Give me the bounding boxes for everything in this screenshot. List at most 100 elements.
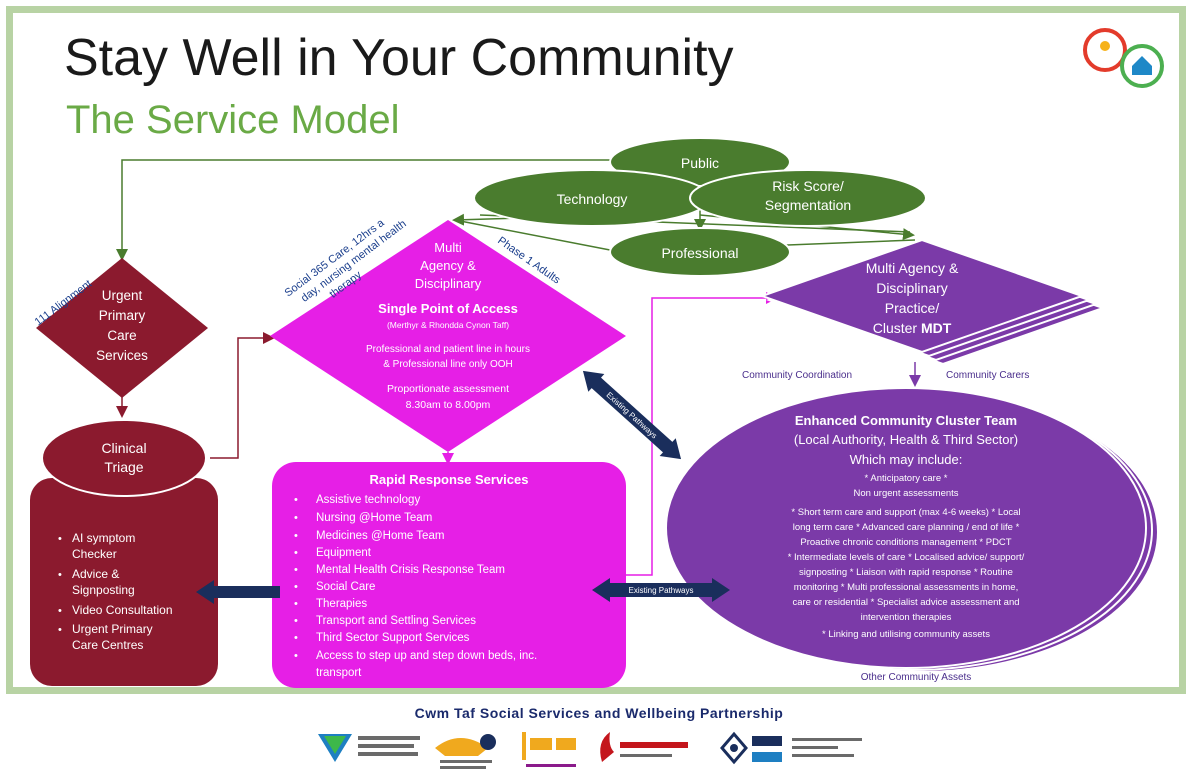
urgent-primary-care-diamond: Urgent Primary Care Services: [36, 258, 208, 398]
mdt-diamond: Multi Agency & Disciplinary Practice/ Cl…: [758, 238, 1107, 366]
svg-text:Advice &: Advice &: [72, 567, 119, 581]
other-community-assets-label: Other Community Assets: [861, 672, 972, 683]
existing-pathways-diagonal-arrow-icon: Existing Pathways: [582, 370, 682, 460]
svg-text:Mental Health Crisis Response: Mental Health Crisis Response Team: [316, 564, 505, 576]
svg-text:•: •: [294, 494, 298, 506]
svg-text:•: •: [294, 598, 298, 610]
svg-text:Which may include:: Which may include:: [850, 452, 963, 467]
existing-pathways-horizontal-arrow-icon: Existing Pathways: [592, 578, 730, 602]
svg-text:Services: Services: [96, 348, 148, 363]
svg-text:Existing Pathways: Existing Pathways: [629, 586, 694, 595]
svg-text:care or residential * Speciali: care or residential * Specialist advice …: [792, 597, 1019, 608]
clinical-triage-oval: Clinical Triage: [41, 419, 207, 497]
svg-text:Non urgent assessments: Non urgent assessments: [853, 488, 958, 499]
svg-text:Checker: Checker: [72, 547, 117, 561]
svg-text:Signposting: Signposting: [72, 583, 135, 597]
risk-score-label-2: Segmentation: [765, 197, 851, 213]
svg-text:Multi Agency &: Multi Agency &: [866, 260, 959, 276]
svg-text:monitoring * Multi professiona: monitoring * Multi professional assessme…: [794, 582, 1018, 593]
svg-text:•: •: [58, 569, 62, 581]
svg-text:Agency &: Agency &: [420, 258, 476, 273]
cluster-service-lines: * Anticipatory care * Non urgent assessm…: [788, 473, 1025, 640]
svg-text:* Intermediate levels of care: * Intermediate levels of care * Localise…: [788, 552, 1025, 563]
svg-text:Urgent: Urgent: [102, 288, 143, 303]
page-title: Stay Well in Your Community: [64, 29, 734, 87]
enhanced-community-cluster-ellipse: Enhanced Community Cluster Team (Local A…: [665, 387, 1159, 673]
svg-text:Social Care: Social Care: [316, 581, 375, 593]
svg-text:AI symptom: AI symptom: [72, 531, 135, 545]
svg-text:* Linking and utilising commun: * Linking and utilising community assets: [822, 629, 990, 640]
community-carers-label: Community Carers: [946, 370, 1029, 381]
risk-score-oval: Risk Score/ Segmentation: [689, 169, 927, 227]
svg-text:& Professional line only OOH: & Professional line only OOH: [383, 359, 513, 370]
svg-text:Existing Pathways: Existing Pathways: [605, 390, 659, 440]
svg-text:Triage: Triage: [104, 459, 143, 475]
rapid-response-box: Rapid Response Services • Assistive techn…: [272, 462, 626, 688]
svg-text:Assistive technology: Assistive technology: [316, 494, 420, 506]
svg-text:Disciplinary: Disciplinary: [876, 280, 948, 296]
svg-text:•: •: [294, 650, 298, 662]
svg-text:Nursing @Home Team: Nursing @Home Team: [316, 512, 432, 524]
single-point-of-access-diamond: Multi Agency & Disciplinary Single Point…: [270, 220, 626, 452]
professional-label: Professional: [661, 245, 738, 261]
service-model-diagram: Public Technology Risk Score/ Segmentati…: [30, 28, 1164, 688]
merthyr-council-logo-icon: [318, 734, 420, 762]
svg-text:•: •: [58, 605, 62, 617]
rhondda-cynon-taf-logo-icon: [600, 732, 688, 762]
svg-text:•: •: [294, 615, 298, 627]
svg-text:signposting * Liaison with rap: signposting * Liaison with rapid respons…: [799, 567, 1013, 578]
svg-text:Third Sector Support Services: Third Sector Support Services: [316, 632, 470, 644]
arrow-rapid-to-triage-icon: [196, 580, 280, 604]
svg-text:Access to step up and step dow: Access to step up and step down beds, in…: [316, 650, 537, 662]
svg-text:Proactive chronic conditions m: Proactive chronic conditions management …: [800, 537, 1011, 548]
svg-text:Care Centres: Care Centres: [72, 638, 143, 652]
svg-text:•: •: [294, 512, 298, 524]
svg-text:•: •: [58, 533, 62, 545]
svg-text:•: •: [58, 624, 62, 636]
technology-label: Technology: [557, 191, 628, 207]
svg-text:Therapies: Therapies: [316, 598, 367, 610]
rapid-response-title: Rapid Response Services: [370, 472, 529, 487]
svg-text:long term care * Advanced care: long term care * Advanced care planning …: [793, 522, 1020, 533]
svg-text:Transport and Settling Service: Transport and Settling Services: [316, 615, 476, 627]
svg-text:Professional and patient line: Professional and patient line in hours: [366, 344, 530, 355]
svg-text:Medicines @Home Team: Medicines @Home Team: [316, 530, 444, 542]
cluster-title: Enhanced Community Cluster Team: [795, 413, 1017, 428]
spoa-title: Single Point of Access: [378, 301, 518, 316]
svg-text:•: •: [294, 530, 298, 542]
svg-text:Practice/: Practice/: [885, 300, 940, 316]
svg-text:•: •: [294, 632, 298, 644]
risk-score-label-1: Risk Score/: [772, 178, 844, 194]
interlink-logo-icon: [522, 732, 576, 767]
svg-text:Primary: Primary: [99, 308, 146, 323]
public-label: Public: [681, 155, 719, 171]
svg-text:8.30am to 8.00pm: 8.30am to 8.00pm: [406, 399, 491, 411]
svg-text:intervention therapies: intervention therapies: [861, 612, 952, 623]
community-coordination-label: Community Coordination: [742, 370, 852, 381]
svg-text:* Short term care and support: * Short term care and support (max 4-6 w…: [791, 507, 1020, 518]
svg-text:Urgent Primary: Urgent Primary: [72, 622, 153, 636]
footer-title: Cwm Taf Social Services and Wellbeing Pa…: [414, 705, 784, 721]
svg-text:•: •: [294, 564, 298, 576]
svg-text:•: •: [294, 547, 298, 559]
footer-logos: [318, 731, 862, 769]
svg-text:Cluster MDT: Cluster MDT: [873, 320, 952, 336]
svg-text:Multi: Multi: [434, 240, 462, 255]
svg-text:•: •: [294, 581, 298, 593]
svg-text:Proportionate assessment: Proportionate assessment: [387, 383, 509, 395]
svg-text:* Anticipatory care *: * Anticipatory care *: [865, 473, 948, 484]
svg-text:(Local Authority, Health & Thi: (Local Authority, Health & Third Sector): [794, 432, 1018, 447]
partner-logos-top: [1083, 28, 1164, 88]
svg-text:transport: transport: [316, 667, 362, 679]
svg-text:Equipment: Equipment: [316, 547, 372, 559]
svg-text:(Merthyr & Rhondda Cynon Taff): (Merthyr & Rhondda Cynon Taff): [387, 320, 509, 330]
council-crest-logo-icon: [435, 734, 496, 769]
svg-text:Care: Care: [107, 328, 136, 343]
svg-text:Video Consultation: Video Consultation: [72, 603, 173, 617]
triage-services-box: • AI symptom Checker • Advice & Signpost…: [30, 478, 218, 686]
professional-oval: Professional: [609, 227, 791, 277]
page-subtitle: The Service Model: [66, 98, 400, 142]
rapid-response-list: • Assistive technology • Nursing @Home Tea…: [294, 494, 537, 679]
svg-text:Clinical: Clinical: [101, 440, 146, 456]
svg-text:Disciplinary: Disciplinary: [415, 276, 482, 291]
